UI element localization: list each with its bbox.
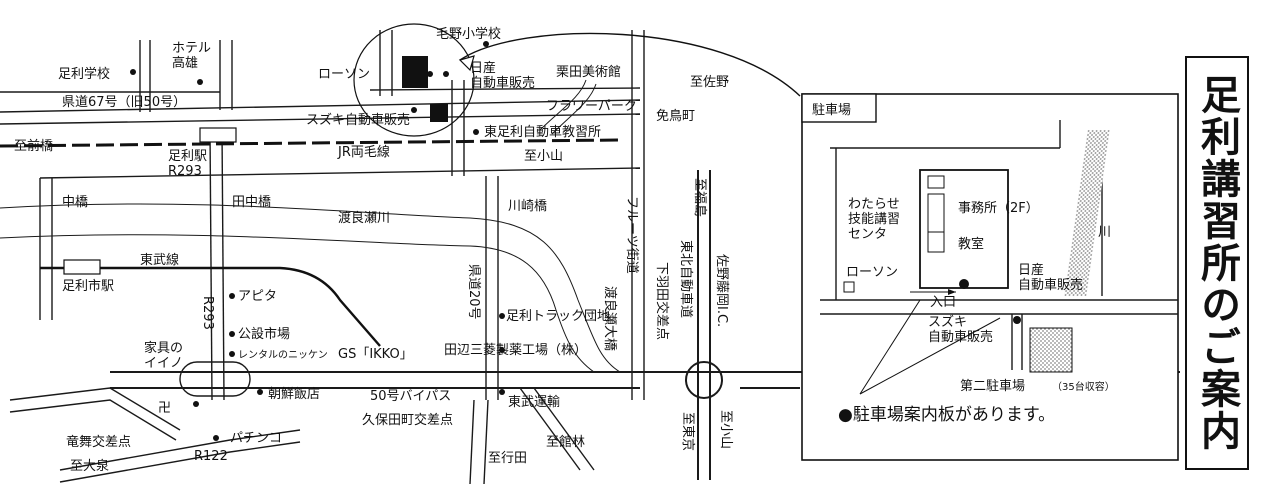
inset-suzuki: スズキ自動車販売 (928, 314, 993, 345)
label-public-market: 公設市場 (238, 326, 290, 342)
label-mono-elementary: 毛野小学校 (436, 26, 501, 42)
label-tanabe: 田辺三菱製薬工場（株） (444, 343, 587, 358)
label-to-oyama2: 至小山 (718, 410, 733, 449)
label-r122: R122 (194, 449, 228, 464)
label-furniture: 家具のイイノ (144, 340, 183, 371)
ashikagashi-station-icon (63, 259, 101, 275)
label-to-oizumi: 至大泉 (70, 458, 109, 474)
label-to-tokyo: 至東京 (680, 412, 696, 451)
label-gs-ikko: GS「IKKO」 (338, 347, 413, 362)
label-korean-restaurant: 朝鮮飯店 (268, 387, 320, 402)
label-r293: R293 (200, 296, 215, 330)
inset-nissan: 日産自動車販売 (1018, 262, 1083, 293)
road-network (0, 30, 1180, 484)
label-watarase-river: 渡良瀬川 (338, 210, 390, 226)
label-sano-fujioka-ic: 佐野藤岡I.C. (714, 254, 729, 327)
label-watarase-ohashi: 渡良瀬大橋 (602, 286, 618, 351)
inset-header: 駐車場 (812, 103, 851, 118)
label-jr-line: JR両毛線 (337, 144, 390, 160)
inset-classroom: 教室 (958, 236, 984, 252)
label-apita: アピタ (238, 289, 277, 304)
label-ashikagashi-station: 足利市駅 (62, 278, 114, 294)
label-rental: レンタルのニッケン (238, 349, 328, 361)
label-to-sano: 至佐野 (690, 75, 729, 90)
label-tobu-line: 東武線 (140, 252, 179, 268)
landmark-dots (130, 41, 505, 441)
title-box: 足利講習所のご案内 (1185, 56, 1249, 470)
target-circle (353, 23, 475, 137)
inset-entrance: 入口 (930, 295, 956, 310)
inset-labels: 駐車場 わたらせ技能講習センタ 事務所（2F） 教室 ローソン 日産自動車販売 … (812, 103, 1115, 425)
inset-watarase-center: わたらせ技能講習センタ (848, 197, 900, 242)
map-labels: 足利学校 ホテル高雄 ローソン 毛野小学校 日産自動車販売 栗田美術館 至佐野 … (14, 26, 729, 474)
label-nakabashi: 中橋 (62, 195, 88, 210)
label-tobu-unyu: 東武運輸 (508, 394, 560, 410)
label-kendo67: 県道67号（旧50号） (62, 95, 186, 110)
inset-pointer-arrow (459, 32, 801, 97)
label-lawson: ローソン (318, 67, 370, 82)
target-building (402, 56, 428, 88)
label-shrine: 卍 (158, 401, 171, 416)
label-kendo20: 県道20号 (466, 264, 481, 320)
tobu-line (40, 266, 381, 347)
inset-notice: ●駐車場案内板があります。 (838, 405, 1055, 425)
label-to-oyama: 至小山 (524, 149, 563, 164)
inset-second-parking-capacity: （35台収容） (1052, 380, 1115, 393)
label-mentorimachi: 免鳥町 (656, 109, 695, 124)
label-fruit-street: フルーツ街道 (624, 196, 639, 274)
label-pachinko: パチンコ (230, 431, 282, 446)
label-tanakabashi: 田中橋 (232, 195, 271, 210)
inset-second-parking: 第二駐車場 (960, 379, 1025, 394)
page-title: 足利講習所のご案内 (1194, 74, 1240, 452)
label-kawasakibashi: 川崎橋 (508, 199, 547, 214)
inset-office: 事務所（2F） (958, 201, 1039, 216)
label-to-maebashi: 至前橋 (14, 138, 53, 154)
label-to-gyoda: 至行田 (488, 451, 527, 466)
ashikaga-station-icon (199, 127, 237, 143)
label-hotel: ホテル高雄 (172, 41, 211, 71)
label-nissan: 日産自動車販売 (470, 60, 535, 91)
label-ryumai: 竜舞交差点 (66, 434, 131, 450)
label-tohoku-expressway: 東北自動車道 (678, 240, 694, 318)
label-higashi-school: 東足利自動車教習所 (484, 124, 601, 140)
jr-ryomo-line (0, 138, 621, 148)
suzuki-building (430, 104, 448, 122)
label-to-tatebayashi: 至館林 (546, 435, 585, 450)
label-ashikaga-gakko: 足利学校 (58, 66, 110, 82)
label-to-fukushima: 至福島 (692, 178, 707, 217)
label-suzuki: スズキ自動車販売 (306, 112, 410, 128)
inset-river: 川 (1098, 225, 1111, 240)
vertical-map-labels: フルーツ街道 至福島 東北自動車道 佐野藤岡I.C. 県道20号 下羽田交差点 … (200, 178, 733, 451)
label-kubota: 久保田町交差点 (362, 412, 453, 428)
label-bypass50: 50号バイパス (370, 389, 451, 404)
label-kurita-museum: 栗田美術館 (556, 65, 621, 80)
watarase-river (0, 79, 621, 373)
parking-inset (801, 93, 1179, 461)
arrow-head-icon (458, 55, 475, 72)
label-truck-terminal: 足利トラック団地 (506, 309, 610, 324)
label-flower-park: フラワーパーク (546, 99, 637, 114)
inset-lawson: ローソン (846, 265, 898, 280)
label-shimohaneda: 下羽田交差点 (654, 262, 670, 340)
